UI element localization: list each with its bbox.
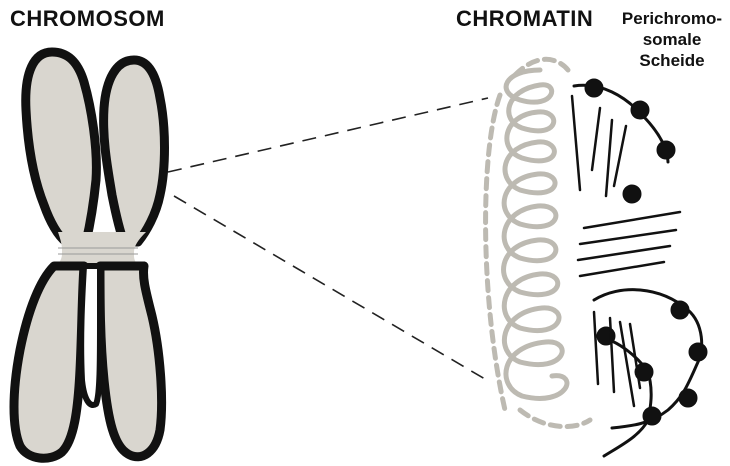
chromosome-upper-right-arm <box>104 60 165 242</box>
chromosome-lower-gap <box>81 266 100 405</box>
sheath-bead <box>671 301 689 319</box>
sheath-filament <box>580 262 664 276</box>
sheath-bead <box>689 343 707 361</box>
chromosome-lower-right-arm <box>100 266 162 457</box>
sheath-filament <box>578 246 670 260</box>
sheath-lower-branch <box>596 336 651 456</box>
zoom-line-lower <box>174 196 490 382</box>
zoom-lines <box>168 98 490 382</box>
sheath-filament <box>594 312 598 384</box>
sheath-filament <box>592 108 600 170</box>
sheath-filament <box>614 126 626 186</box>
zoom-line-upper <box>168 98 488 172</box>
chromosome-lower-left-arm <box>14 266 84 458</box>
sheath-filament <box>580 230 676 244</box>
sheath-filament <box>606 120 612 196</box>
sheath-filament <box>630 324 640 388</box>
perichromosomal-sheath <box>572 79 707 456</box>
sheath-bead <box>679 389 697 407</box>
sheath-bead <box>585 79 603 97</box>
sheath-bead <box>623 185 641 203</box>
sheath-filament <box>584 212 680 228</box>
sheath-bead <box>657 141 675 159</box>
sheath-bead <box>631 101 649 119</box>
chromosome <box>14 52 165 458</box>
sheath-filament <box>572 96 580 190</box>
chromatin-coil <box>504 70 567 398</box>
chromosome-upper-left-arm <box>26 52 97 242</box>
sheath-bead <box>643 407 661 425</box>
